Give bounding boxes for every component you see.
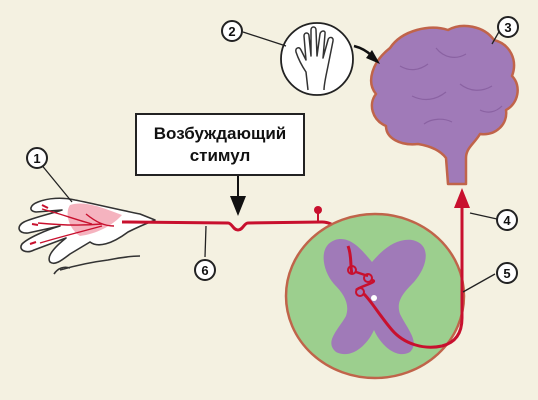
label-6-pointer <box>204 225 207 258</box>
stimulus-arrowhead <box>230 196 246 216</box>
synapse-3 <box>355 287 365 297</box>
label-3: 3 <box>497 16 519 38</box>
ascending-tract <box>362 206 464 349</box>
label-2-pointer <box>242 31 287 47</box>
label-1-pointer <box>39 162 73 203</box>
sensation-arrowhead <box>366 50 380 64</box>
stimulus-label-line1: Возбуждающий <box>153 123 287 143</box>
label-1: 1 <box>26 147 48 169</box>
synapse-1 <box>347 265 357 275</box>
label-4: 4 <box>496 209 518 231</box>
stimulus-box: Возбуждающий стимул <box>135 113 305 176</box>
spinal-cord <box>284 212 466 380</box>
afferent-entry <box>346 245 354 275</box>
ganglion-cell-body <box>314 206 322 214</box>
label-6: 6 <box>194 259 216 281</box>
synapse-2 <box>363 273 373 283</box>
brain-illustration <box>370 24 519 186</box>
stimulus-label-line2: стимул <box>189 145 251 165</box>
label-4-pointer <box>469 212 498 220</box>
label-5: 5 <box>496 262 518 284</box>
label-2: 2 <box>221 20 243 42</box>
ascending-arrowhead <box>454 188 470 208</box>
label-5-pointer <box>462 273 496 293</box>
sensation-circle <box>280 22 354 96</box>
hand-illustration <box>18 197 156 275</box>
